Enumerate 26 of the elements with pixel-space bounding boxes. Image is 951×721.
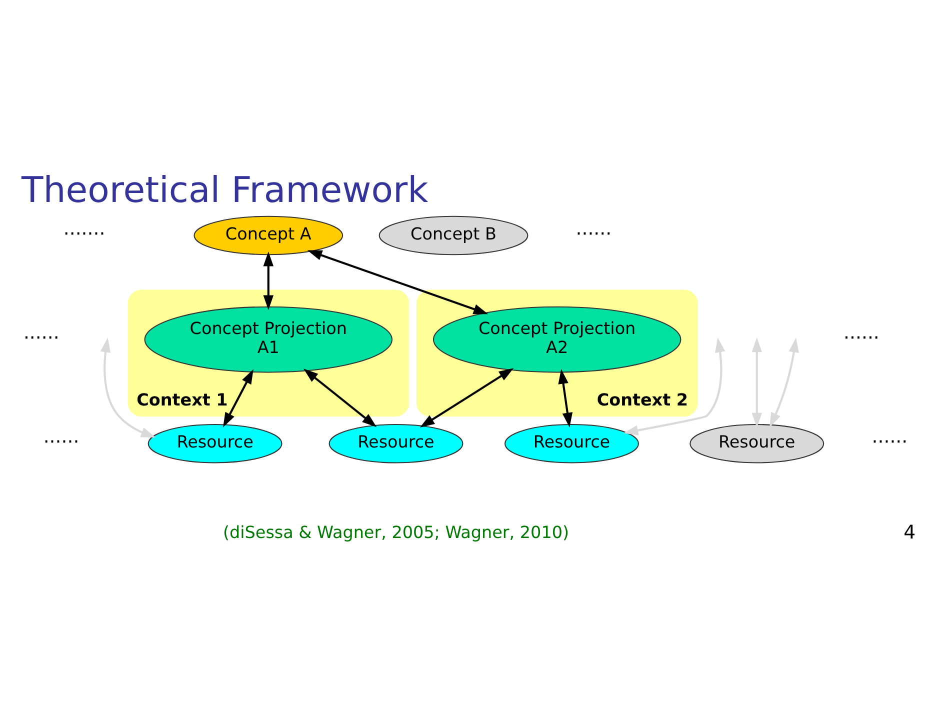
arrow	[100, 337, 156, 438]
arrow	[263, 251, 274, 310]
label: ······	[872, 432, 908, 453]
node-ellipse: Concept B	[378, 215, 528, 255]
node-ellipse: Resource	[328, 424, 464, 463]
node-ellipse: Concept Projection A2	[432, 306, 682, 372]
diagram-title: Theoretical Framework	[22, 169, 428, 210]
arrow	[623, 337, 726, 435]
arrow	[304, 368, 377, 427]
arrow	[558, 368, 573, 427]
arrow	[420, 368, 514, 427]
caption: (diSessa & Wagner, 2005; Wagner, 2010)	[223, 521, 569, 542]
node-ellipse: Resource	[148, 424, 282, 463]
node-ellipse: Concept A	[194, 215, 344, 255]
label: ······	[844, 328, 880, 349]
label: ······	[23, 328, 60, 349]
label: ······	[43, 432, 80, 453]
arrow	[223, 368, 254, 427]
node-ellipse: Concept Projection A1	[144, 306, 393, 372]
arrow	[770, 337, 799, 427]
node-ellipse: Resource	[690, 424, 824, 463]
label: ······	[576, 224, 612, 245]
arrow	[752, 337, 762, 428]
label: 4	[904, 522, 916, 544]
arrow	[307, 250, 488, 314]
label: ·······	[63, 224, 106, 245]
